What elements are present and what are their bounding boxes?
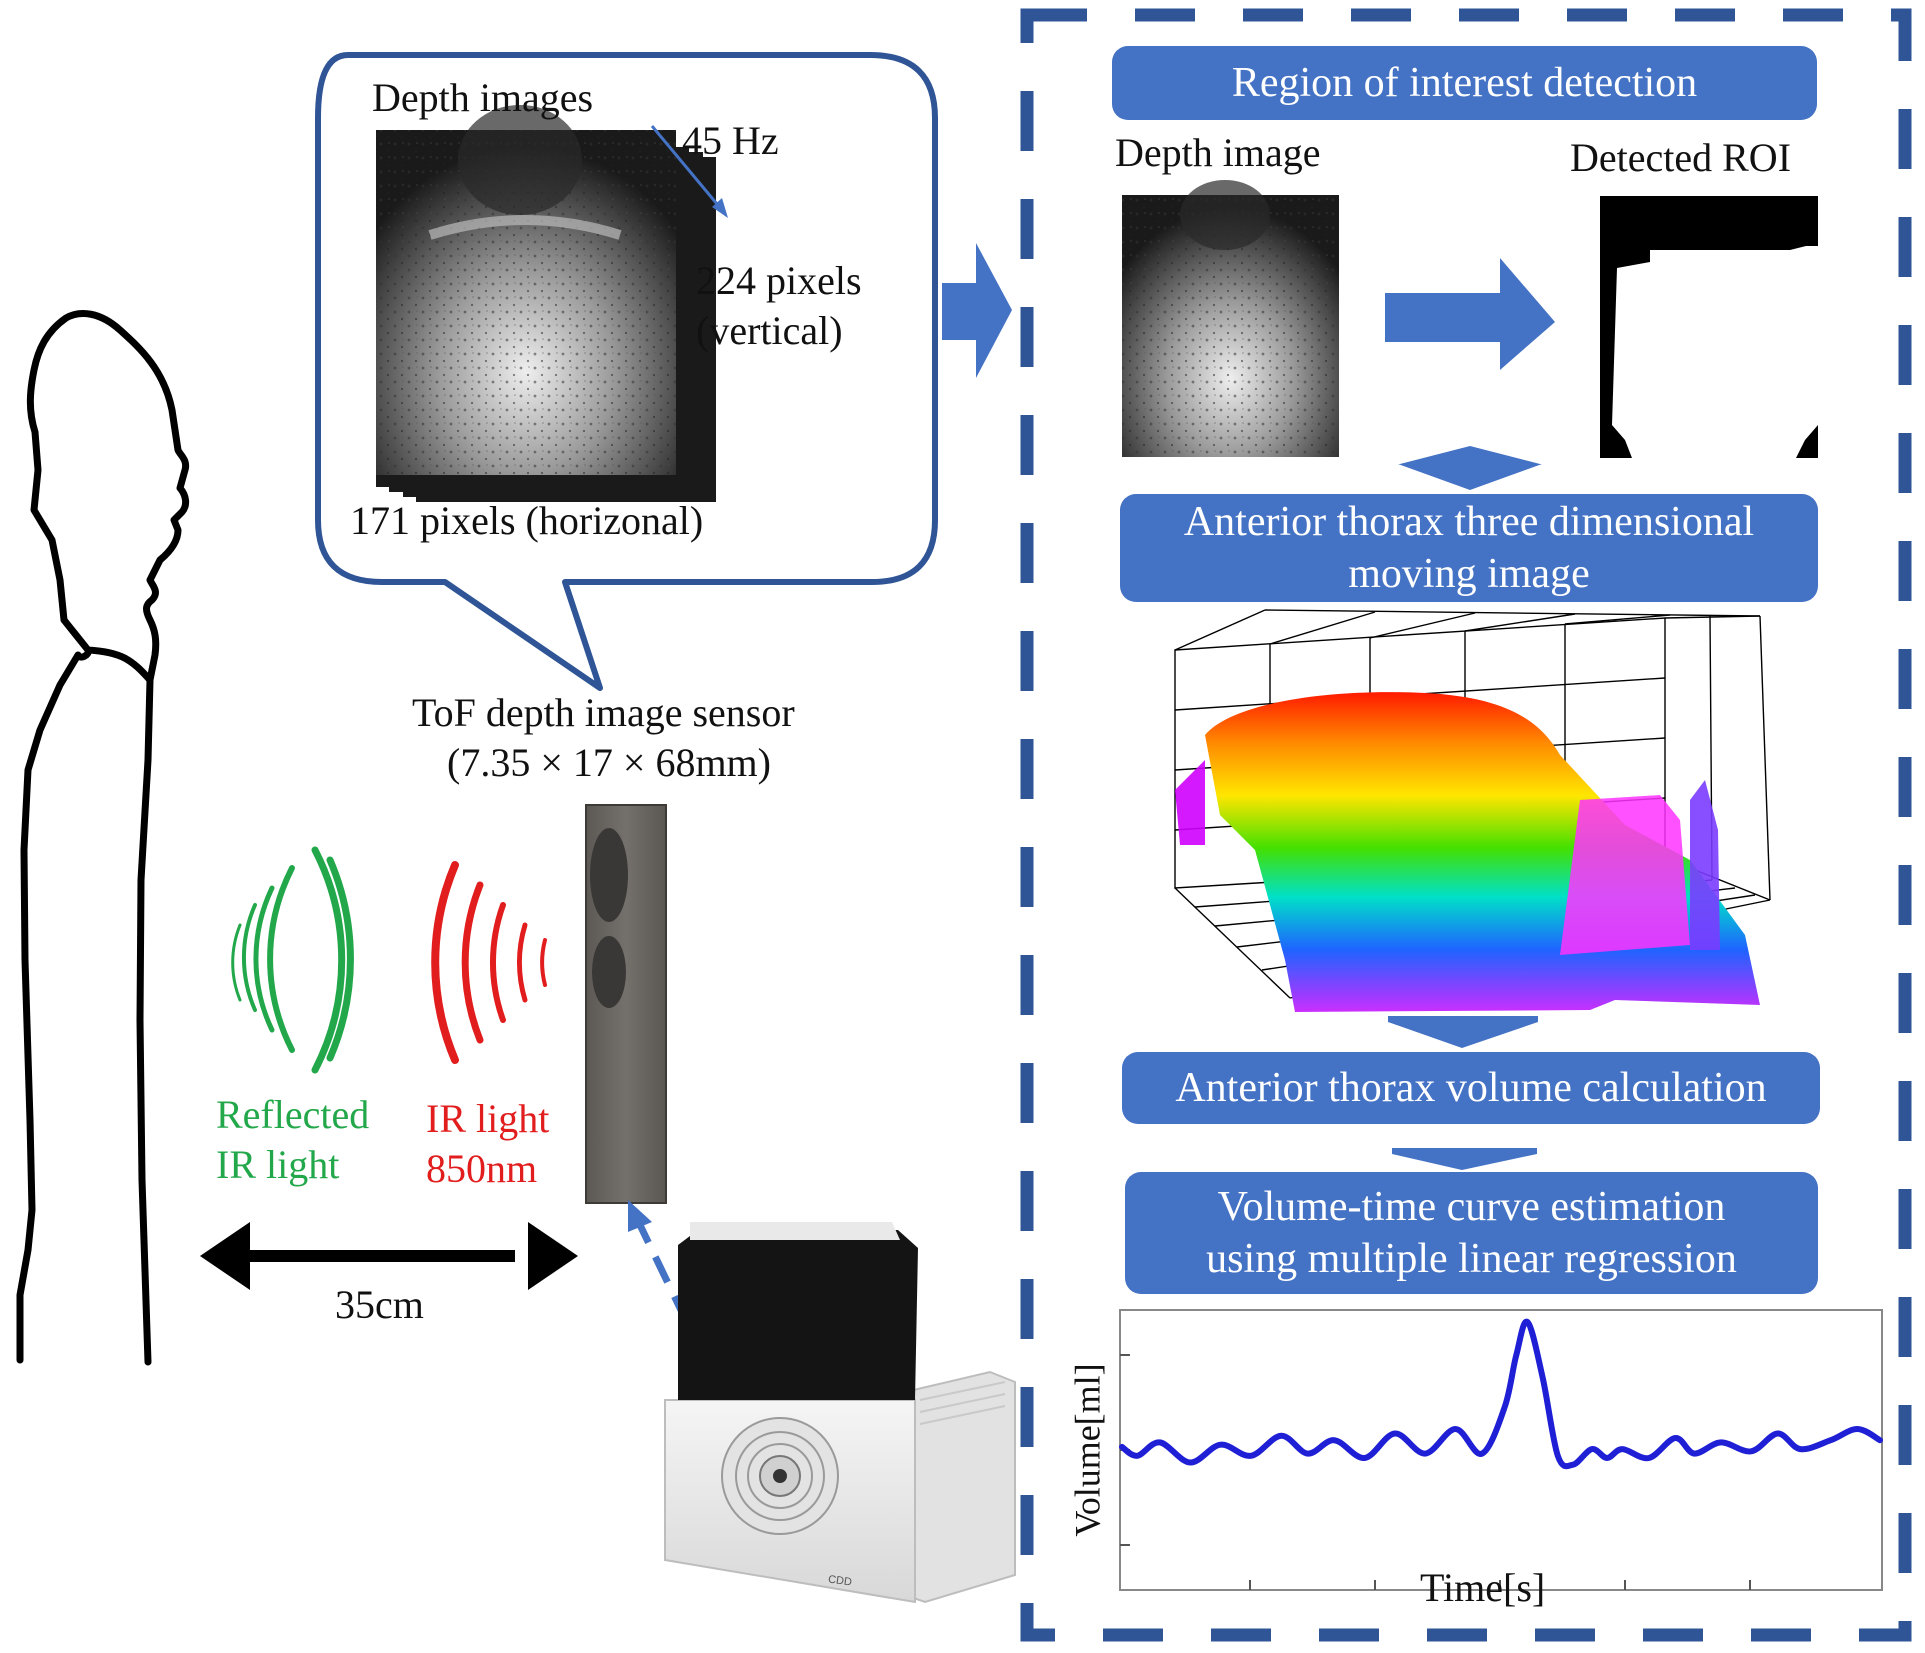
ir-light-label-line1: IR light — [426, 1096, 550, 1141]
step-3d-label-line1: Anterior thorax three dimensional — [1183, 498, 1755, 545]
human-silhouette — [16, 310, 190, 1366]
step-volume-calculation: Anterior thorax volume calculation — [1122, 1052, 1820, 1124]
ir-light-icon — [431, 861, 547, 1064]
tof-sensor-icon — [585, 804, 667, 1204]
depth-image-label: Depth image — [1115, 130, 1321, 175]
step-estimation-label-line1: Volume-time curve estimation — [1217, 1183, 1726, 1230]
sensor-dimensions: (7.35 × 17 × 68mm) — [447, 740, 771, 785]
vertical-pixels-sublabel: (vertical) — [696, 308, 843, 353]
cdd-device-icon — [664, 1222, 1016, 1604]
reflected-ir-label-line2: IR light — [216, 1142, 340, 1187]
distance-label: 35cm — [335, 1282, 424, 1327]
volume-curve-group — [1119, 1318, 1883, 1470]
reflected-ir-light-icon — [231, 846, 354, 1074]
reflected-ir-label-line1: Reflected — [216, 1092, 370, 1137]
step-3d-moving-image: Anterior thorax three dimensional moving… — [1120, 494, 1818, 602]
volume-curve-line-0 — [1119, 1318, 1883, 1470]
ir-wavelength-label: 850nm — [426, 1146, 538, 1191]
thorax-3d-plot — [1174, 609, 1771, 1012]
chart-y-axis-label: Volume[ml] — [1067, 1363, 1108, 1537]
detected-roi-label: Detected ROI — [1570, 135, 1792, 180]
step-estimation-label-line2: using multiple linear regression — [1206, 1236, 1737, 1282]
step-3d-label-line2: moving image — [1348, 551, 1590, 597]
frame-rate-arrow — [650, 125, 724, 211]
frame-rate-label: 45 Hz — [682, 118, 779, 163]
depth-images-title: Depth images — [372, 75, 594, 120]
roi-depth-thumbnail — [1122, 180, 1339, 457]
horizontal-pixels-label: 171 pixels (horizonal) — [350, 498, 704, 543]
bubble-to-pipeline-arrow — [942, 243, 1012, 378]
vertical-pixels-label: 224 pixels — [696, 258, 862, 303]
step-volume-time-estimation: Volume-time curve estimation using multi… — [1125, 1172, 1818, 1294]
step-roi-detection-label: Region of interest detection — [1231, 59, 1698, 106]
down-arrow-2 — [1388, 1022, 1538, 1048]
chart-x-axis-label: Time[s] — [1420, 1565, 1546, 1610]
down-arrow-3 — [1392, 1154, 1537, 1170]
sensor-title: ToF depth image sensor — [412, 690, 795, 735]
distance-arrow — [200, 1222, 578, 1290]
depth-image-stack — [376, 105, 716, 502]
detected-roi-mask — [1600, 196, 1818, 458]
step-volume-calculation-label: Anterior thorax volume calculation — [1175, 1064, 1767, 1111]
pipeline-frame — [1020, 8, 1912, 1642]
roi-arrow — [1385, 258, 1555, 370]
step-roi-detection: Region of interest detection — [1112, 46, 1817, 120]
